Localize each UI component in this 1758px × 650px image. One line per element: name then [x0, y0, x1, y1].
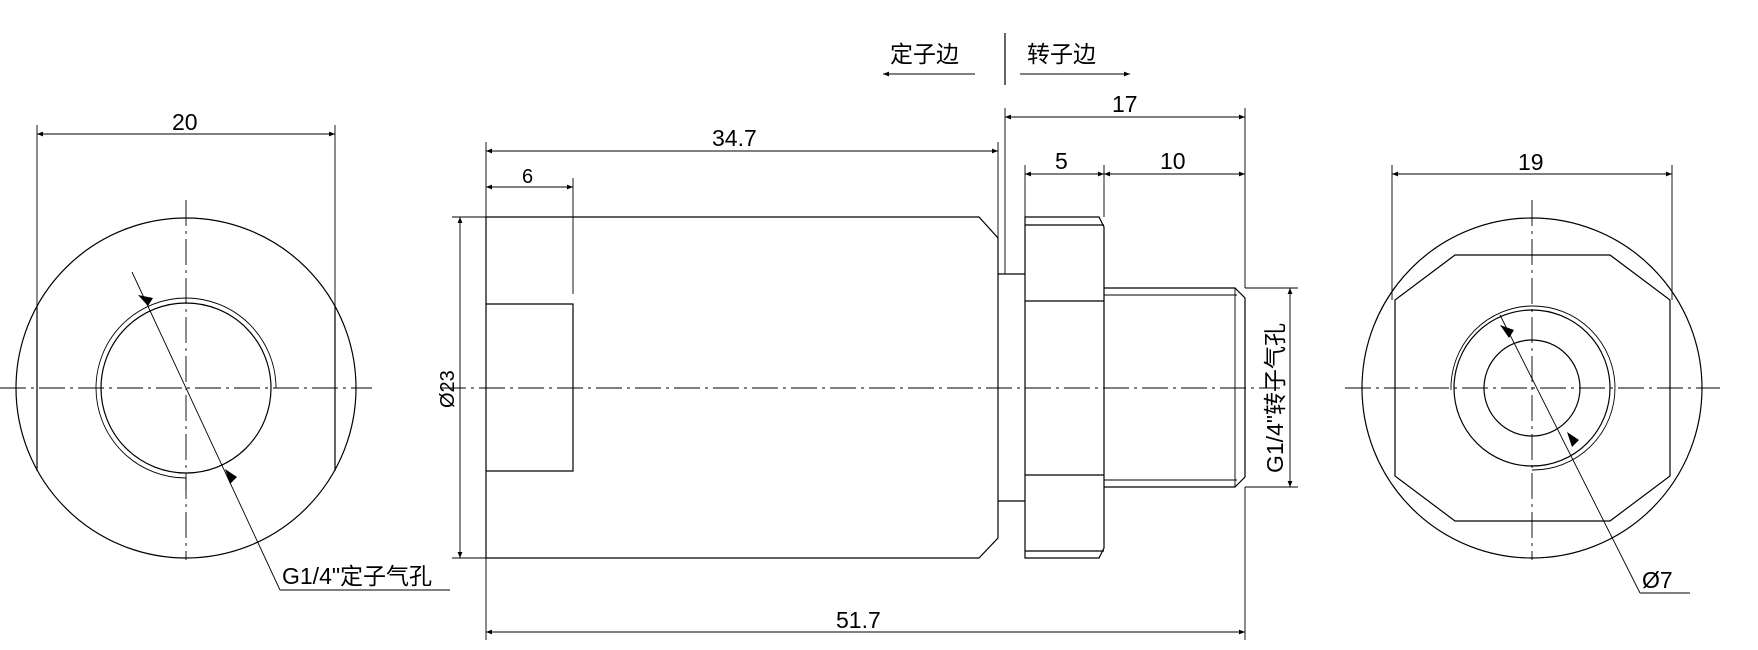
rotor-side-label: 转子边: [1027, 41, 1096, 67]
stator-port-label: G1/4"定子气孔: [282, 563, 432, 589]
right-thread-arc: [1450, 305, 1616, 471]
left-width-dim-text: 20: [172, 109, 198, 135]
right-end-view: 19 Ø7: [1345, 149, 1720, 594]
rotor-part-dim-text: 17: [1112, 91, 1138, 117]
thread-length-dim-text: 10: [1160, 148, 1186, 174]
body-bore: [486, 303, 574, 472]
outer-diameter-dim-text: Ø23: [437, 370, 459, 408]
side-view: 34.7 6 Ø23 17 5 10 51.7 G1/4"转子气孔: [437, 91, 1298, 640]
body-length-dim-text: 34.7: [712, 125, 757, 151]
leader-arrow-bottom: [225, 469, 237, 484]
neck-lines: [998, 273, 1025, 502]
bore-leader-arrow-bottom: [1567, 432, 1579, 447]
bore-leader-arrow-top: [1500, 325, 1514, 338]
stator-side-label: 定子边: [890, 41, 959, 67]
hex-nut-outline: [1024, 216, 1105, 559]
leader-arrow-top: [138, 295, 153, 306]
hex-width-dim-text: 5: [1055, 148, 1068, 174]
total-length-dim-text: 51.7: [836, 607, 881, 633]
right-hex-outline: [1394, 254, 1671, 522]
bore-diameter-label: Ø7: [1642, 567, 1673, 593]
thread-outline: [1104, 287, 1246, 488]
rotor-port-label: G1/4"转子气孔: [1262, 323, 1288, 473]
bore-diameter-leader: [1499, 314, 1641, 594]
right-width-dim-text: 19: [1518, 149, 1544, 175]
bore-depth-dim-text: 6: [522, 166, 533, 188]
main-body-outline: [485, 216, 999, 559]
direction-indicator: 定子边 转子边: [883, 33, 1130, 85]
left-end-view: 20 G1/4"定子气孔: [0, 109, 450, 591]
stator-port-leader: [131, 271, 281, 591]
left-thread-arc: [95, 297, 277, 479]
